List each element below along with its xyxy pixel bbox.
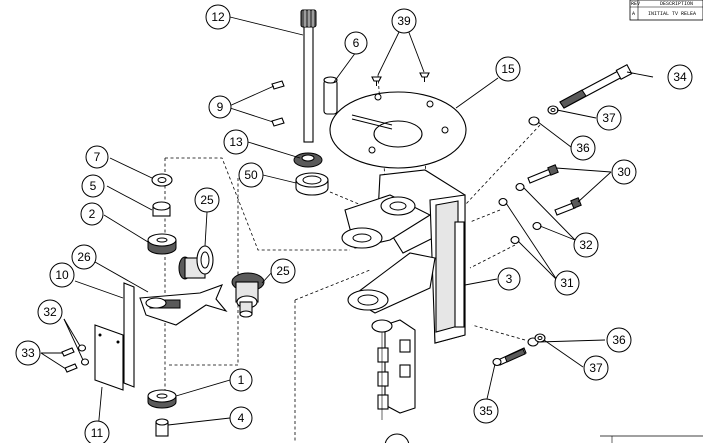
svg-text:6: 6 bbox=[353, 36, 360, 50]
svg-text:5: 5 bbox=[90, 179, 97, 193]
bottom-title-fragment bbox=[600, 435, 703, 443]
leader-lines bbox=[40, 16, 654, 431]
balloon-1: 1 bbox=[229, 368, 253, 392]
balloon-33: 33 bbox=[15, 340, 41, 366]
washer-part-37-lower bbox=[534, 333, 546, 343]
washer-part-36-upper bbox=[528, 116, 540, 126]
rack-assembly bbox=[371, 319, 416, 420]
balloon-6: 6 bbox=[344, 31, 368, 55]
washers-part-32-left bbox=[77, 344, 90, 366]
svg-text:13: 13 bbox=[229, 135, 243, 149]
svg-text:32: 32 bbox=[579, 238, 593, 252]
plate-part-10 bbox=[123, 282, 135, 388]
balloon-11: 11 bbox=[84, 420, 110, 443]
balloon-39: 39 bbox=[391, 8, 417, 34]
rev-header: REV bbox=[631, 1, 640, 7]
balloon-3: 3 bbox=[497, 267, 521, 291]
svg-text:1: 1 bbox=[238, 373, 245, 387]
balloon-50: 50 bbox=[238, 162, 264, 188]
roller-part-1 bbox=[147, 389, 177, 409]
svg-text:11: 11 bbox=[91, 426, 104, 440]
screws-part-39 bbox=[371, 72, 430, 86]
svg-text:15: 15 bbox=[501, 62, 515, 76]
svg-text:2: 2 bbox=[89, 207, 96, 221]
long-bolt-part-34 bbox=[559, 64, 633, 109]
bracket-body-part-3 bbox=[341, 169, 466, 344]
balloon-32-left: 32 bbox=[37, 299, 63, 325]
washer-part-37-upper bbox=[547, 105, 559, 115]
svg-text:26: 26 bbox=[77, 250, 91, 264]
svg-text:9: 9 bbox=[217, 100, 224, 114]
svg-text:36: 36 bbox=[612, 333, 626, 347]
svg-text:33: 33 bbox=[21, 346, 35, 360]
washers-part-32-right bbox=[515, 182, 542, 231]
balloon-13: 13 bbox=[223, 129, 249, 155]
svg-text:12: 12 bbox=[211, 10, 225, 24]
balloon-37-upper: 37 bbox=[596, 105, 622, 131]
bushing-part-5 bbox=[152, 201, 171, 217]
balloon-25-lower: 25 bbox=[270, 258, 296, 284]
bushing-part-7 bbox=[151, 173, 173, 187]
balloon-10: 10 bbox=[49, 262, 75, 288]
roller-part-2 bbox=[147, 233, 177, 255]
svg-text:31: 31 bbox=[560, 276, 574, 290]
screws-part-33 bbox=[61, 347, 78, 373]
svg-text:35: 35 bbox=[479, 404, 493, 418]
revision-table: REV DESCRIPTION A INITIAL TV RELEA bbox=[629, 0, 703, 21]
balloon-30: 30 bbox=[611, 159, 637, 185]
balloon-31: 31 bbox=[554, 270, 580, 296]
svg-text:3: 3 bbox=[506, 272, 513, 286]
balloon-34: 34 bbox=[667, 64, 693, 90]
balloon-32-right: 32 bbox=[573, 232, 599, 258]
balloon-5: 5 bbox=[81, 174, 105, 198]
pin-part-4 bbox=[155, 418, 169, 437]
balloon-26: 26 bbox=[71, 244, 97, 270]
bolt-part-35 bbox=[492, 347, 527, 367]
svg-text:37: 37 bbox=[589, 361, 603, 375]
description-header: DESCRIPTION bbox=[660, 1, 693, 7]
balloon-partial-bottom bbox=[384, 433, 410, 443]
bearing-part-13 bbox=[293, 152, 323, 168]
balloon-25-upper: 25 bbox=[194, 187, 220, 213]
fork-part-26 bbox=[139, 284, 228, 326]
spacer-part-6 bbox=[323, 76, 338, 115]
disc-plate-part-15 bbox=[329, 91, 467, 169]
svg-text:34: 34 bbox=[673, 70, 687, 84]
washers-part-31 bbox=[498, 197, 520, 245]
shaft-part-12 bbox=[300, 9, 317, 143]
svg-text:25: 25 bbox=[276, 264, 290, 278]
svg-text:7: 7 bbox=[94, 150, 101, 164]
svg-text:25: 25 bbox=[200, 193, 214, 207]
balloon-37-lower: 37 bbox=[583, 355, 609, 381]
balloon-15: 15 bbox=[495, 56, 521, 82]
balloon-36-upper: 36 bbox=[570, 135, 596, 161]
svg-text:30: 30 bbox=[617, 165, 631, 179]
balloon-12: 12 bbox=[205, 4, 231, 30]
rev-value: A bbox=[632, 11, 635, 17]
description-value: INITIAL TV RELEA bbox=[648, 11, 696, 17]
plate-part-11 bbox=[94, 324, 124, 391]
svg-text:10: 10 bbox=[55, 268, 69, 282]
gear-part-25-lower bbox=[231, 272, 265, 318]
balloon-35: 35 bbox=[473, 398, 499, 424]
balloon-7: 7 bbox=[85, 145, 109, 169]
balloon-2: 2 bbox=[80, 202, 104, 226]
balloon-36-lower: 36 bbox=[606, 327, 632, 353]
balloon-9: 9 bbox=[208, 95, 232, 119]
svg-text:4: 4 bbox=[238, 411, 245, 425]
balloon-4: 4 bbox=[229, 406, 253, 430]
svg-text:37: 37 bbox=[602, 111, 616, 125]
assembly-centerlines bbox=[164, 74, 541, 443]
svg-text:50: 50 bbox=[244, 168, 258, 182]
pins-part-9 bbox=[271, 80, 285, 127]
screws-part-30 bbox=[527, 164, 582, 216]
svg-text:32: 32 bbox=[43, 305, 57, 319]
svg-text:36: 36 bbox=[576, 141, 590, 155]
svg-text:39: 39 bbox=[397, 14, 411, 28]
bearing-part-50 bbox=[295, 172, 329, 196]
gear-part-25-upper bbox=[178, 245, 214, 280]
